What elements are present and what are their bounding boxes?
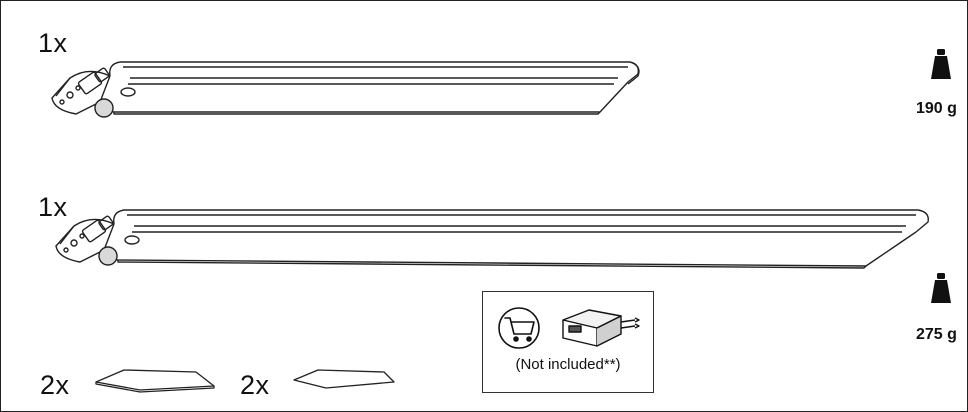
not-included-note: (Not included**) — [515, 356, 621, 373]
weight-icon — [931, 273, 951, 303]
quantity-label-pad-2: 2x — [240, 370, 270, 400]
weight-icon — [931, 49, 951, 79]
quantity-label-pad-1: 2x — [40, 370, 70, 400]
quantity-label-long-bar: 1x — [38, 192, 68, 222]
shopping-cart-icon — [498, 307, 540, 349]
adhesive-pad-2 — [293, 369, 395, 389]
weight-label-short-bar: 190 g — [916, 100, 957, 117]
adhesive-pad-1 — [95, 369, 215, 393]
power-adapter-not-included-box: (Not included**) — [482, 291, 654, 393]
power-adapter-icons — [498, 307, 640, 349]
quantity-label-short-bar: 1x — [38, 28, 68, 58]
weight-label-long-bar: 275 g — [916, 326, 957, 343]
usb-power-adapter-icon — [562, 309, 640, 347]
